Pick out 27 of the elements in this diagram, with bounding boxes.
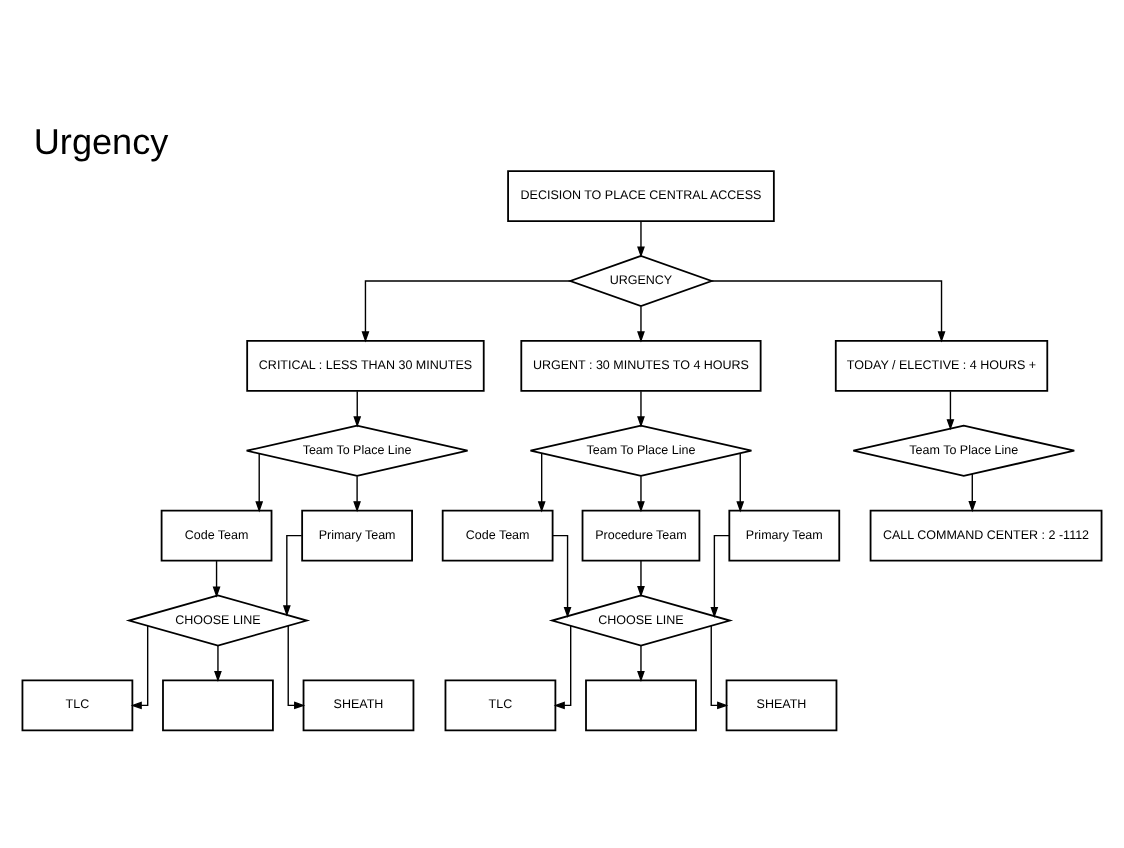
arrow: [637, 559, 645, 597]
arrow: [637, 474, 645, 512]
arrow: [637, 304, 645, 342]
arrow: [537, 451, 546, 512]
arrow: [968, 472, 977, 512]
arrow: [353, 474, 361, 512]
arrow: [255, 452, 264, 512]
node-box: [585, 678, 697, 731]
arrow: [287, 624, 306, 709]
arrow: [710, 533, 730, 618]
arrow: [214, 644, 222, 682]
arrow: [710, 279, 946, 342]
arrow: [710, 624, 729, 709]
arrow: [282, 533, 303, 616]
node-box: [162, 678, 274, 731]
arrow: [736, 451, 745, 512]
arrow: [552, 533, 572, 618]
arrow: [353, 389, 362, 427]
arrow: [130, 624, 149, 709]
arrow: [361, 279, 572, 342]
arrow: [637, 389, 645, 427]
arrow: [212, 559, 221, 597]
arrow: [637, 644, 645, 682]
diagram-title: Urgency: [33, 121, 169, 162]
arrow: [553, 624, 572, 709]
arrow: [946, 389, 955, 430]
arrow: [637, 219, 645, 257]
